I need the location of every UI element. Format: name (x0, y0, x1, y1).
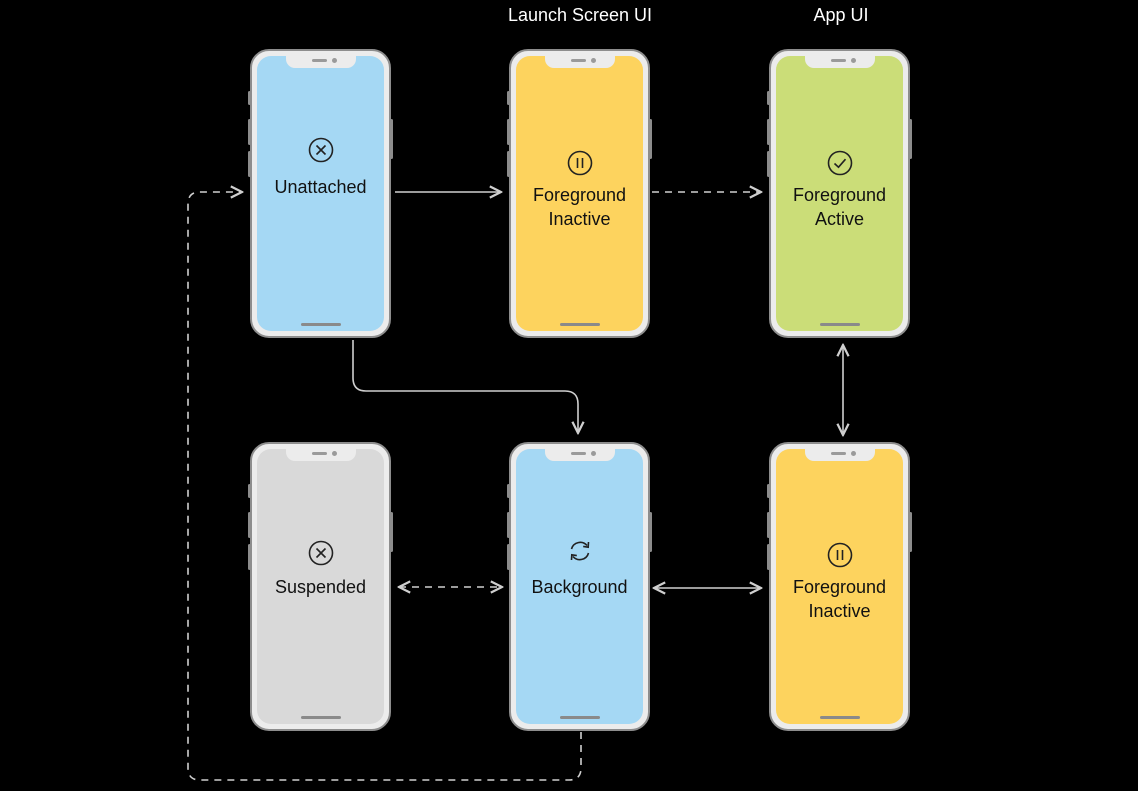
notch (804, 56, 875, 68)
home-indicator (300, 323, 341, 326)
app-ui-header: App UI (813, 5, 869, 25)
state-label-foreground-active: Foreground Active (792, 185, 887, 229)
screen-foreground-inactive-app: Foreground Inactive (776, 449, 903, 724)
phone-foreground-active: Foreground Active (767, 49, 912, 338)
phone-suspended: Suspended (248, 442, 393, 731)
phone-unattached: Unattached (248, 49, 393, 338)
state-label-foreground-inactive-app: Foreground Inactive (792, 577, 887, 621)
arrow-unattached-to-background (352, 340, 578, 433)
phone-background: Background (507, 442, 652, 731)
screen-foreground-inactive-launch: Foreground Inactive (516, 56, 643, 331)
home-indicator (819, 323, 860, 326)
phone-foreground-inactive-app: Foreground Inactive (767, 442, 912, 731)
check-circle-icon (827, 150, 852, 176)
notch (544, 449, 615, 461)
screen-background: Background (516, 449, 643, 724)
phone-foreground-inactive-launch: Foreground Inactive (507, 49, 652, 338)
state-label-foreground-inactive-launch: Foreground Inactive (532, 185, 627, 229)
notch (285, 449, 356, 461)
arrow-background-to-unattached (187, 192, 582, 781)
home-indicator (819, 716, 860, 719)
screen-suspended: Suspended (257, 449, 384, 724)
pause-circle-icon (827, 542, 852, 568)
home-indicator (300, 716, 341, 719)
x-circle-icon (308, 137, 333, 163)
home-indicator (559, 323, 600, 326)
pause-circle-icon (567, 150, 592, 176)
screen-foreground-active: Foreground Active (776, 56, 903, 331)
notch (285, 56, 356, 68)
x-circle-icon (308, 540, 333, 566)
notch (544, 56, 615, 68)
launch-screen-ui-header: Launch Screen UI (507, 5, 653, 25)
refresh-arrows-icon (570, 541, 589, 561)
state-label-suspended: Suspended (274, 577, 367, 597)
notch (804, 449, 875, 461)
state-label-background: Background (531, 577, 628, 597)
home-indicator (559, 716, 600, 719)
screen-unattached: Unattached (257, 56, 384, 331)
state-label-unattached: Unattached (274, 177, 367, 197)
